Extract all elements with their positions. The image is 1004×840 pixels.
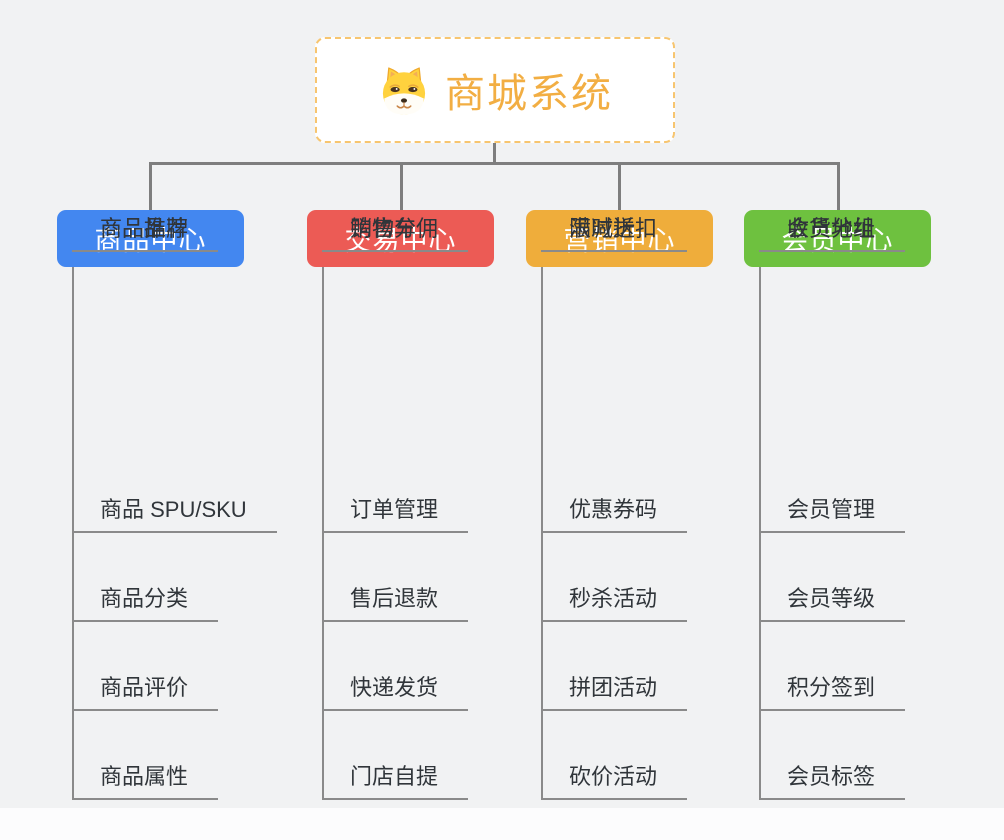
branch-item-label: 购物车 xyxy=(350,216,417,241)
branch-item-label: 砍价活动 xyxy=(569,764,658,789)
branch-item-label: 收货地址 xyxy=(787,216,876,241)
branch-item[interactable]: 商品 SPU/SKU xyxy=(72,491,277,533)
branch-item[interactable]: 优惠券码 xyxy=(541,491,688,533)
branch-item-label: 会员管理 xyxy=(787,497,876,522)
branch-item-label: 会员等级 xyxy=(787,586,876,611)
branch-item[interactable]: 商品属性 xyxy=(72,758,219,800)
connector-drop-line xyxy=(149,162,152,211)
branch-item[interactable]: 会员标签 xyxy=(759,758,906,800)
branch-item[interactable]: 商品评价 xyxy=(72,669,219,711)
branch-item-label: 快递发货 xyxy=(350,675,439,700)
branch-trunk-line xyxy=(759,267,761,800)
branch: 交易中心 订单管理 售后退款 快递发货 门店自提 购物车 销售分佣 xyxy=(307,210,567,810)
connector-drop-line xyxy=(400,162,403,211)
branch-item-label: 积分签到 xyxy=(787,675,876,700)
branch-item[interactable]: 售后退款 xyxy=(322,580,469,622)
connector-horizontal-bus xyxy=(149,162,839,165)
branch-item-label: 商品评价 xyxy=(100,675,189,700)
branch-item[interactable]: 快递发货 xyxy=(322,669,469,711)
branch-item-label: 商品分类 xyxy=(100,586,189,611)
connector-drop-line xyxy=(618,162,621,211)
branch-item[interactable]: 秒杀活动 xyxy=(541,580,688,622)
branch-trunk-line xyxy=(322,267,324,800)
branch-item[interactable]: 会员等级 xyxy=(759,580,906,622)
dog-face-icon xyxy=(382,67,426,115)
branch-item[interactable]: 商品分类 xyxy=(72,580,219,622)
branch-item-label: 会员标签 xyxy=(787,764,876,789)
branch-item-label: 会员分组 xyxy=(787,216,876,241)
branch-item-label: 门店自提 xyxy=(350,764,439,789)
connector-root-vertical xyxy=(493,142,496,163)
branch-item[interactable]: 砍价活动 xyxy=(541,758,688,800)
branch-trunk-line xyxy=(541,267,543,800)
branch-item-label: 满减送 xyxy=(569,216,636,241)
bottom-whitespace xyxy=(0,808,1004,840)
branch-item[interactable]: 门店自提 xyxy=(322,758,469,800)
branch-item-label: 秒杀活动 xyxy=(569,586,658,611)
connector-drop-line xyxy=(837,162,840,211)
branch-item-label: 商品 SPU/SKU xyxy=(100,497,247,522)
branch-trunk-line xyxy=(72,267,74,800)
branch: 营销中心 优惠券码 秒杀活动 拼团活动 砍价活动 限时折扣 满减送 xyxy=(526,210,786,810)
branch-item[interactable]: 拼团活动 xyxy=(541,669,688,711)
branch-item-label: 优惠券码 xyxy=(569,497,658,522)
branch-item-label: 商品推荐 xyxy=(100,216,189,241)
root-node-title: 商城系统 xyxy=(445,72,613,116)
branch-item-label: 商品属性 xyxy=(100,764,189,789)
branch-item[interactable]: 收货地址 xyxy=(759,210,906,252)
branch: 会员中心 会员管理 会员等级 积分签到 会员标签 会员分组 收货地址 xyxy=(744,210,1004,810)
branch-item-label: 拼团活动 xyxy=(569,675,658,700)
branch-item-label: 限时折扣 xyxy=(569,216,658,241)
branch-item[interactable]: 会员管理 xyxy=(759,491,906,533)
branch-item[interactable]: 订单管理 xyxy=(322,491,469,533)
branch-item-label: 商品品牌 xyxy=(100,216,189,241)
branch-item[interactable]: 满减送 xyxy=(541,210,666,252)
branch-item[interactable]: 销售分佣 xyxy=(322,210,469,252)
branch-item-label: 售后退款 xyxy=(350,586,439,611)
branch-item[interactable]: 积分签到 xyxy=(759,669,906,711)
branch: 商品中心 商品 SPU/SKU 商品分类 商品评价 商品属性 商品推荐 商品品牌 xyxy=(57,210,317,810)
branch-item-label: 订单管理 xyxy=(350,497,439,522)
branch-item-label: 销售分佣 xyxy=(350,216,439,241)
root-node[interactable]: 商城系统 xyxy=(315,37,675,143)
branch-item[interactable]: 商品品牌 xyxy=(72,210,219,252)
